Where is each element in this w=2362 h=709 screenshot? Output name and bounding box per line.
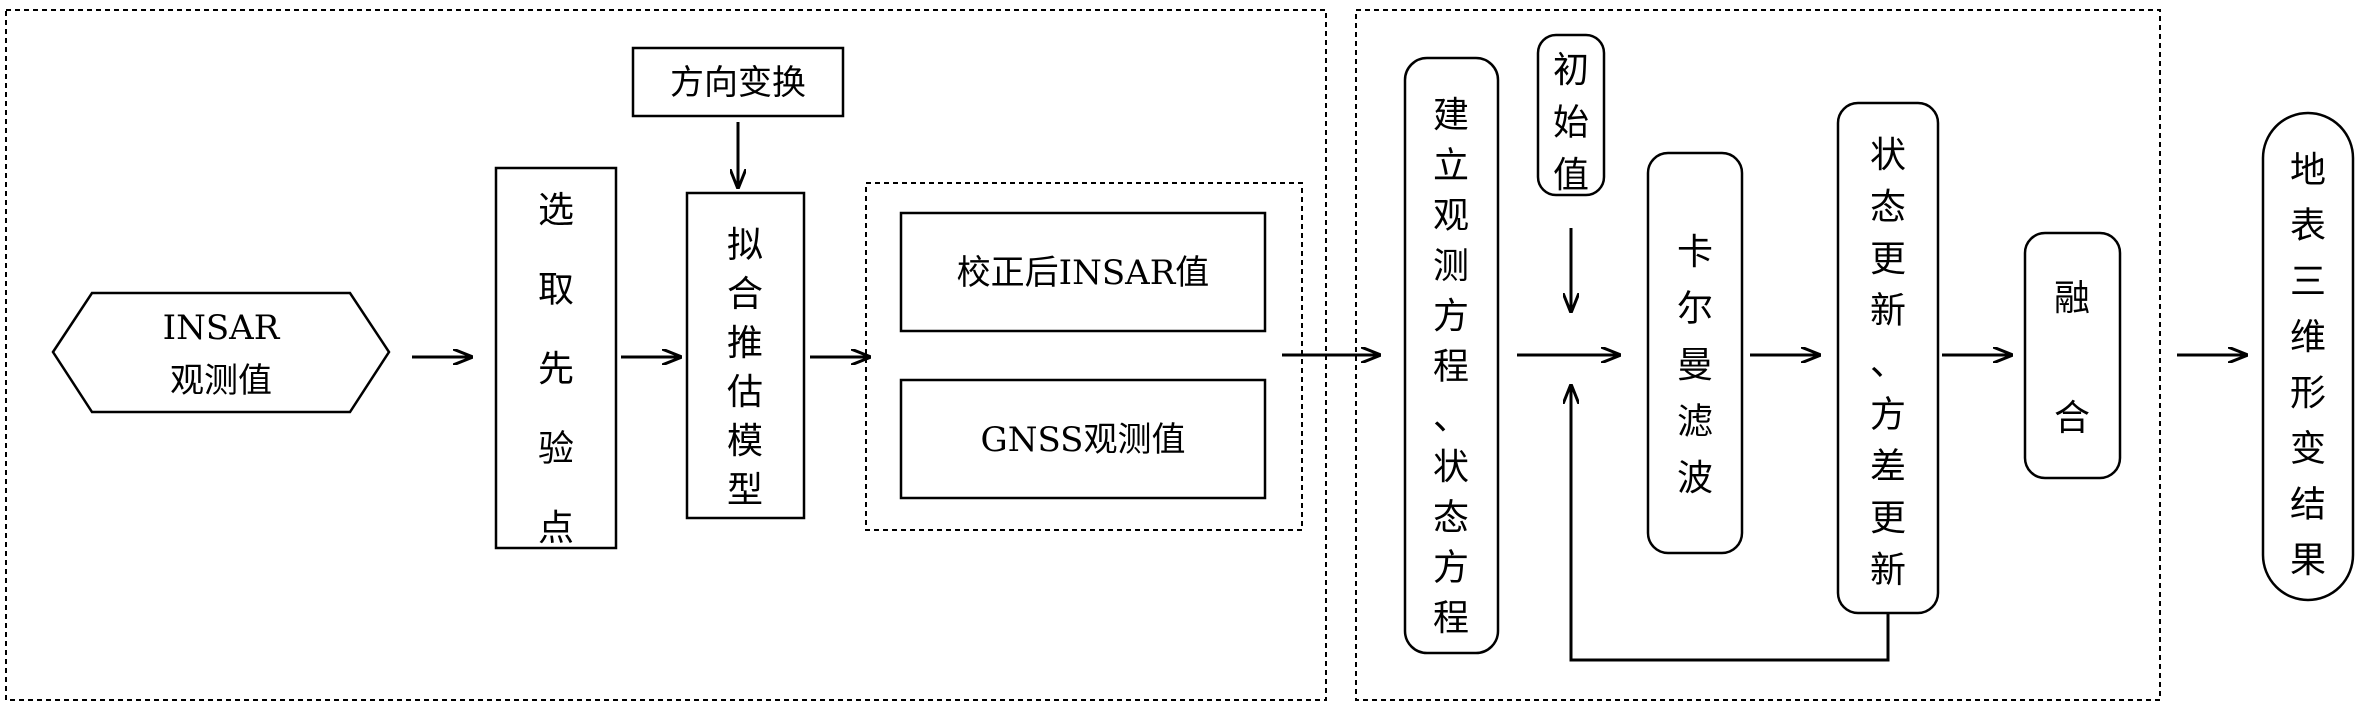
corrected-insar-label: 校正后INSAR值: [957, 253, 1210, 293]
fitting-model-node: 拟合推估模型: [685, 191, 806, 520]
build-equations-label: 建立观测方程、状态方程: [1433, 95, 1469, 639]
gnss-observation-node: GNSS观测值: [899, 378, 1267, 500]
insar-observation-label-line1: INSAR: [163, 308, 281, 348]
state-update-node: 状态更新、方差更新: [1836, 101, 1940, 615]
result-node: 地表三维形变结果: [2261, 111, 2355, 602]
select-prior-points-label: 选取先验点: [538, 190, 574, 549]
direction-transform-label: 方向变换: [670, 63, 806, 103]
feedback-arrow-state-update-to-kalman: [1571, 385, 1890, 662]
direction-transform-node: 方向变换: [631, 46, 845, 118]
corrected-insar-node: 校正后INSAR值: [899, 211, 1267, 333]
build-equations-node: 建立观测方程、状态方程: [1403, 56, 1500, 655]
kalman-filter-node: 卡尔曼滤波: [1646, 151, 1744, 555]
fusion-label: 融合: [2054, 278, 2090, 439]
calibrated-data-group-frame: [865, 182, 1303, 531]
kalman-filter-label: 卡尔曼滤波: [1677, 232, 1713, 499]
initial-value-node: 初始值: [1536, 33, 1606, 197]
select-prior-points-node: 选取先验点: [494, 166, 618, 550]
insar-observation-label-line2: 观测值: [170, 361, 272, 401]
result-label: 地表三维形变结果: [2290, 150, 2326, 581]
initial-value-label: 初始值: [1553, 50, 1589, 196]
state-update-label: 状态更新、方差更新: [1870, 135, 1906, 591]
insar-observation-node: INSAR 观测值: [51, 291, 391, 414]
fitting-model-label: 拟合推估模型: [727, 225, 763, 511]
gnss-observation-label: GNSS观测值: [981, 420, 1186, 460]
fusion-node: 融合: [2023, 231, 2122, 480]
